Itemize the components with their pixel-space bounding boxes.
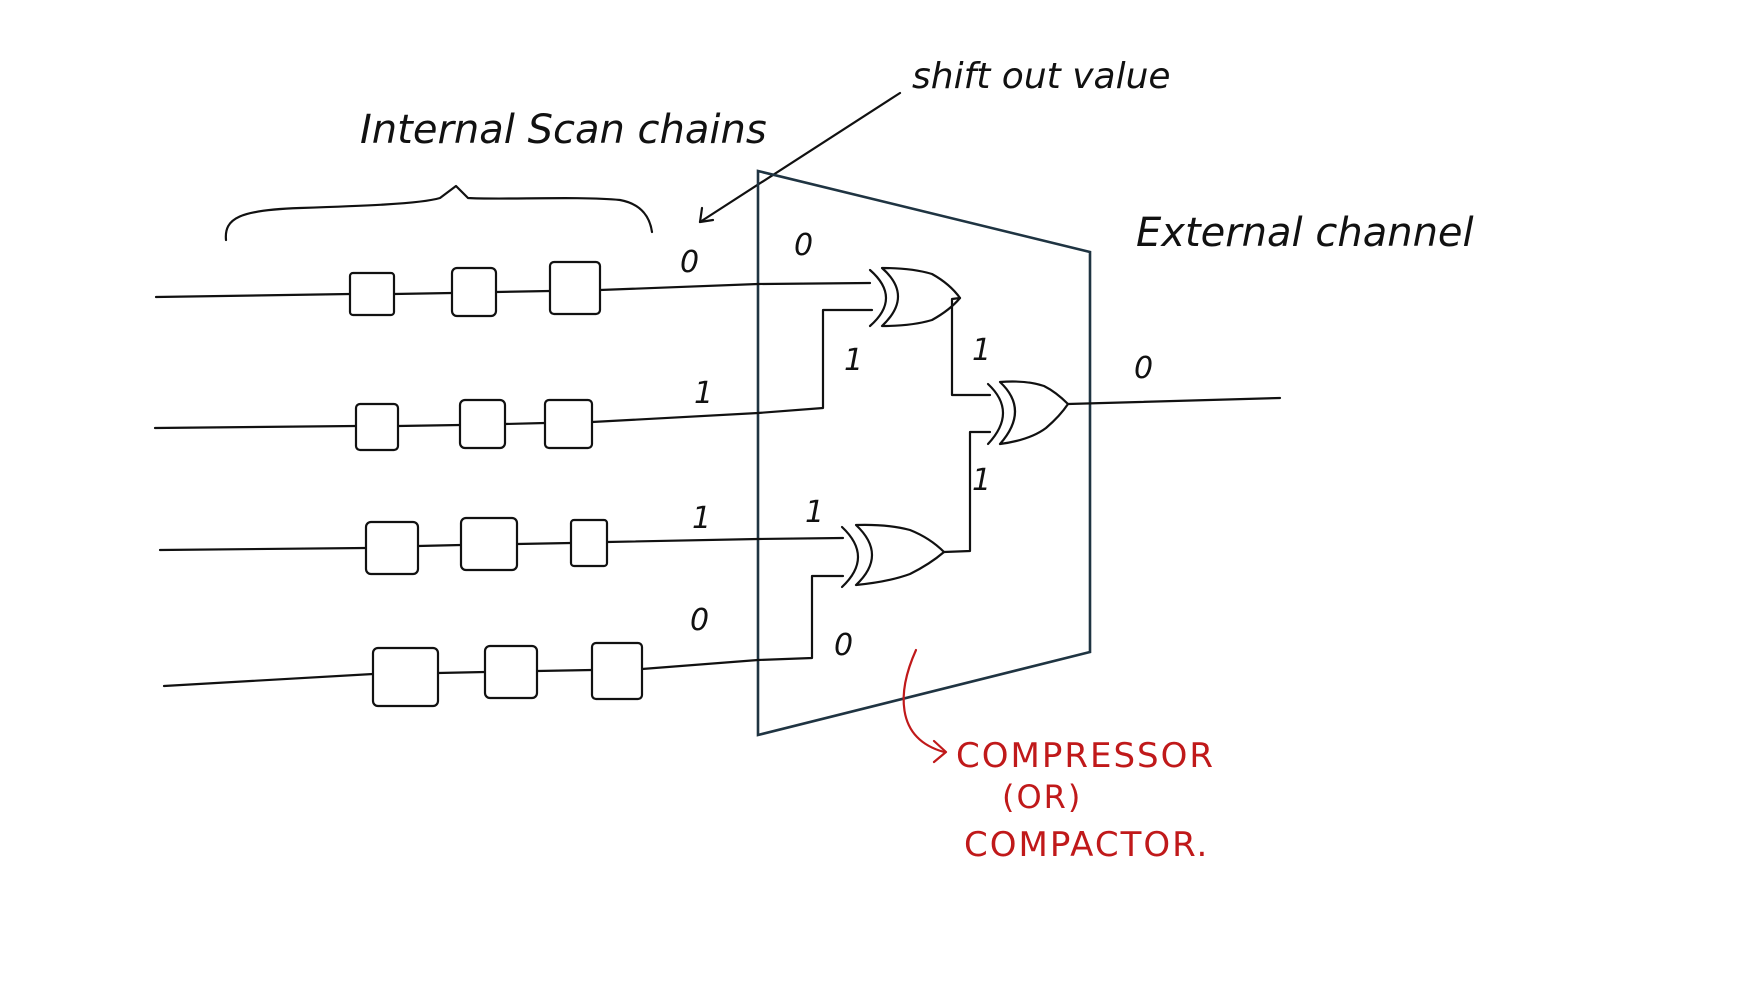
chain-4-gate-input-value: 0: [834, 628, 853, 663]
chain-4-shift-out-value: 0: [690, 603, 709, 638]
chain-wire: [154, 281, 872, 299]
top-xor-output-wire: [950, 296, 992, 397]
compressor-pointer-arrowhead: [932, 739, 948, 764]
chain-wire: [158, 536, 845, 552]
scan-chain-4: 0 0: [162, 574, 853, 708]
flip-flop: [569, 518, 609, 568]
chain-3-gate-input-value: 1: [805, 495, 824, 530]
external-channel-label: External channel: [1136, 210, 1474, 256]
top-xor-output-value: 1: [972, 333, 991, 368]
flip-flop: [548, 260, 602, 316]
chain-wire: [162, 574, 845, 688]
bottom-xor-output-value: 1: [972, 463, 991, 498]
chain-1-shift-out-value: 0: [680, 245, 699, 280]
chain-wire: [153, 308, 874, 430]
flip-flop: [590, 641, 644, 701]
internal-scan-chains-label: Internal Scan chains: [360, 107, 767, 153]
flip-flop: [348, 271, 396, 317]
chain-2-gate-input-value: 1: [844, 343, 863, 378]
top-xor-gate: 1: [868, 266, 992, 397]
flip-flop: [459, 516, 519, 572]
flip-flop: [354, 402, 400, 452]
chain-2-shift-out-value: 1: [694, 376, 713, 411]
xor-extra-arc: [840, 525, 859, 589]
or-label: (OR): [1002, 778, 1082, 816]
xor-body: [854, 523, 946, 587]
scan-chain-1: 0 0: [154, 228, 872, 318]
shift-out-arrow: [698, 91, 902, 224]
xor-extra-arc: [986, 382, 1004, 446]
flip-flop: [364, 520, 420, 576]
external-channel-wire: [1066, 396, 1282, 406]
scan-chain-3: 1 1: [158, 495, 845, 576]
xor-body: [880, 266, 962, 328]
final-xor-gate: 0: [986, 351, 1282, 446]
chain-3-shift-out-value: 1: [692, 501, 711, 536]
final-output-value: 0: [1134, 351, 1153, 386]
compressor-box: [756, 169, 1092, 737]
flip-flop: [371, 646, 440, 708]
scan-chain-2: 1 1: [153, 308, 874, 452]
compressor-pointer-arrow: [902, 648, 946, 754]
flip-flop: [543, 398, 594, 450]
chain-1-gate-input-value: 0: [794, 228, 813, 263]
bottom-xor-output-wire: [942, 430, 992, 554]
xor-body: [998, 380, 1070, 446]
compactor-label: COMPACTOR.: [964, 825, 1209, 865]
shift-out-value-label: shift out value: [912, 56, 1171, 97]
compressor-label: COMPRESSOR: [956, 736, 1215, 776]
bottom-xor-gate: 1: [840, 430, 992, 589]
shift-out-arrowhead: [698, 206, 715, 224]
flip-flop: [458, 398, 507, 450]
flip-flop: [450, 266, 498, 318]
flip-flop: [483, 644, 539, 700]
xor-extra-arc: [868, 268, 887, 328]
scan-chains-brace: [224, 184, 654, 242]
